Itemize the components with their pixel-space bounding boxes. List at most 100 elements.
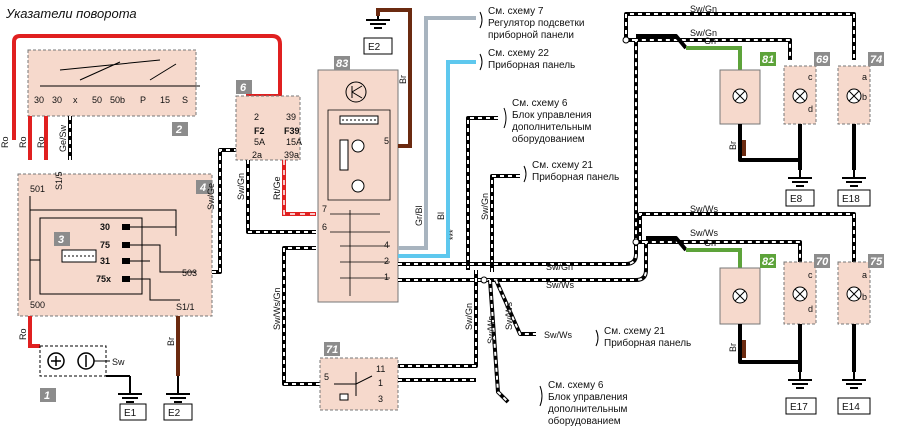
ground-E8: E8	[785, 170, 815, 207]
svg-text:Ro: Ro	[36, 136, 46, 148]
relay-terminals: 30 75 31 75x	[96, 222, 130, 284]
lamp-70: 70 c d	[783, 254, 830, 372]
svg-text:E2: E2	[368, 42, 381, 53]
svg-text:81: 81	[762, 54, 774, 66]
svg-text:30: 30	[100, 222, 110, 232]
svg-text:75: 75	[100, 240, 110, 250]
lamp-82: 82 Br	[719, 254, 800, 364]
svg-text:82: 82	[762, 256, 774, 268]
label-71: 71	[326, 344, 338, 356]
svg-text:2: 2	[384, 256, 389, 266]
svg-text:5A: 5A	[254, 137, 265, 147]
svg-text:d: d	[808, 304, 813, 314]
svg-text:Ro: Ro	[18, 328, 28, 340]
svg-text:2a: 2a	[252, 150, 262, 160]
svg-text:Sw/Ws: Sw/Ws	[486, 316, 496, 344]
svg-text:дополнительным: дополнительным	[512, 122, 592, 133]
svg-text:оборудованием: оборудованием	[512, 133, 585, 145]
svg-text:Sw/Gn: Sw/Gn	[690, 4, 717, 14]
svg-text:F2: F2	[254, 126, 265, 136]
svg-text:31: 31	[100, 256, 110, 266]
ground-E2-bottom: E2	[163, 376, 193, 421]
svg-text:Sw/Ws: Sw/Ws	[504, 302, 514, 330]
svg-text:74: 74	[870, 54, 882, 66]
lamp-81: 81 Br	[719, 52, 800, 162]
svg-text:E2: E2	[168, 408, 181, 419]
svg-text:Блок управления: Блок управления	[512, 110, 592, 121]
svg-text:Gn: Gn	[704, 36, 716, 46]
svg-text:Приборная панель: Приборная панель	[532, 171, 619, 183]
svg-text:503: 503	[182, 268, 197, 278]
ref-scheme-6-top: См. схему 6 Блок управления дополнительн…	[503, 98, 592, 145]
svg-text:См. схему 6: См. схему 6	[548, 380, 604, 391]
svg-text:E14: E14	[842, 402, 860, 413]
ignition-switch-2: 30 30 x 50 50b P 15 S 2	[27, 49, 200, 136]
svg-text:5: 5	[324, 372, 329, 382]
lamp-74: 74 a b	[837, 52, 884, 170]
diagram-title: Указатели поворота	[5, 6, 137, 21]
svg-text:Gr/Bl: Gr/Bl	[414, 205, 424, 226]
svg-text:4: 4	[384, 240, 389, 250]
svg-text:См. схему 21: См. схему 21	[604, 326, 665, 337]
svg-text:6: 6	[322, 222, 327, 232]
svg-text:Ro: Ro	[18, 136, 28, 148]
svg-text:Rt/Ge: Rt/Ge	[272, 176, 282, 200]
svg-text:Приборная панель: Приборная панель	[604, 337, 691, 349]
lamp-75: 75 a b	[837, 254, 884, 372]
svg-text:39a: 39a	[284, 150, 299, 160]
svg-text:Sw: Sw	[112, 357, 125, 367]
svg-text:15A: 15A	[286, 137, 302, 147]
svg-text:Sw/Gn: Sw/Gn	[546, 262, 573, 272]
svg-text:39: 39	[286, 112, 296, 122]
svg-text:См. схему 7: См. схему 7	[488, 6, 544, 17]
svg-text:Приборная панель: Приборная панель	[488, 59, 575, 71]
ref-scheme-21-bottom: См. схему 21 Приборная панель	[595, 326, 691, 349]
svg-text:См. схему 22: См. схему 22	[488, 48, 549, 59]
label-2: 2	[175, 124, 182, 136]
svg-text:75: 75	[870, 256, 883, 268]
ground-E17: E17	[785, 372, 817, 415]
ref-scheme-7: См. схему 7 Регулятор подсветки приборно…	[479, 6, 584, 41]
svg-text:приборной панели: приборной панели	[488, 29, 574, 41]
svg-text:S1/1: S1/1	[176, 302, 195, 312]
svg-text:Sw/Ge: Sw/Ge	[206, 183, 216, 210]
svg-text:15: 15	[160, 95, 170, 105]
svg-text:75x: 75x	[96, 274, 111, 284]
svg-text:5: 5	[384, 136, 389, 146]
svg-text:501: 501	[30, 184, 45, 194]
svg-text:500: 500	[30, 300, 45, 310]
svg-text:Sw/Ws: Sw/Ws	[690, 204, 718, 214]
svg-text:Регулятор подсветки: Регулятор подсветки	[488, 18, 584, 29]
svg-text:Gn: Gn	[704, 238, 716, 248]
ref-scheme-21-top: См. схему 21 Приборная панель	[523, 160, 619, 183]
ref-scheme-22: См. схему 22 Приборная панель	[479, 48, 575, 71]
label-3: 3	[58, 234, 64, 246]
label-83: 83	[336, 58, 348, 70]
hazard-switch-1: Sw 1	[39, 345, 125, 402]
svg-text:3: 3	[378, 394, 383, 404]
svg-text:Sw/Gn: Sw/Gn	[236, 173, 246, 200]
svg-text:30: 30	[34, 95, 44, 105]
svg-text:50b: 50b	[110, 95, 125, 105]
ground-E18: E18	[837, 170, 871, 207]
ground-E14: E14	[837, 372, 871, 415]
svg-text:См. схему 6: См. схему 6	[512, 98, 568, 109]
svg-text:Sw/Gn: Sw/Gn	[464, 303, 474, 330]
svg-text:50: 50	[92, 95, 102, 105]
svg-text:S1/5: S1/5	[54, 171, 64, 190]
svg-text:Ge/Sw: Ge/Sw	[58, 124, 68, 152]
svg-text:P: P	[140, 95, 146, 105]
svg-text:69: 69	[816, 54, 829, 66]
svg-text:S: S	[182, 95, 188, 105]
lamp-69: 69 c d	[783, 52, 830, 170]
label-1: 1	[44, 390, 50, 402]
turn-signal-relay-4: 4 501 500 503 S1/1 S1/5 3 30 75 31 75x	[17, 171, 213, 317]
svg-text:Блок управления: Блок управления	[548, 392, 628, 403]
label-4: 4	[199, 182, 206, 194]
svg-text:дополнительным: дополнительным	[548, 404, 628, 415]
svg-text:2: 2	[254, 112, 259, 122]
svg-text:Br: Br	[166, 337, 176, 346]
svg-text:Ro: Ro	[0, 136, 10, 148]
svg-text:Sw/Ws: Sw/Ws	[544, 330, 572, 340]
